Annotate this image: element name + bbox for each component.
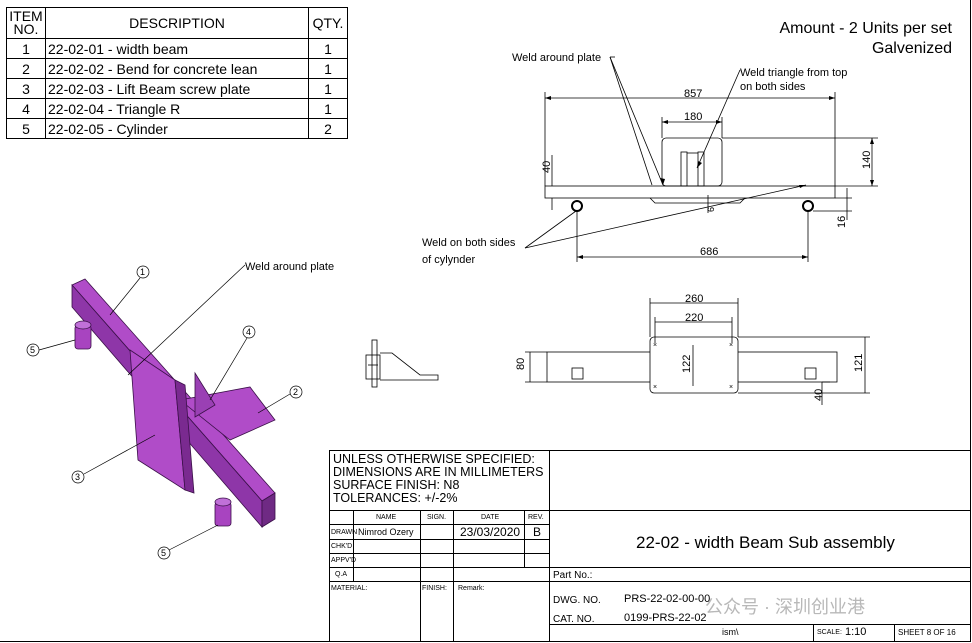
spec-line-2: DIMENSIONS ARE IN MILLIMETERS [333,465,544,479]
col-rev: REV. [528,514,544,521]
front-beam [544,185,836,199]
bom-qty: 1 [308,78,348,99]
balloon-1: 1 [140,267,145,277]
bom-item: 2 [6,58,46,79]
bom-item: 3 [6,78,46,99]
svg-text:×: × [653,384,657,391]
bom-header-item: ITEM NO. [6,7,46,39]
spec-line-3: SURFACE FINISH: N8 [333,478,460,492]
part-no-label: Part No.: [553,570,593,581]
amount-note: Amount - 2 Units per set [779,20,952,37]
spec-line-1: UNLESS OTHERWISE SPECIFIED: [333,452,535,466]
file-label: ism\ [722,627,739,637]
isometric-view: 1 2 3 4 5 5 Weld around plate [26,261,334,560]
drawn-label: DRAWN [331,529,358,536]
svg-text:×: × [729,384,733,391]
svg-text:×: × [653,342,657,349]
bom-qty: 2 [308,118,348,139]
dim-220: 220 [685,312,703,324]
bom-description: 22-02-05 - Cylinder [45,118,309,139]
remark-label: Remark: [458,585,485,592]
balloon-5b: 5 [161,548,166,558]
finish-note: Galvenized [871,40,952,57]
front-weld-triangle-label-1: Weld triangle from top [740,67,847,79]
bom-description: 22-02-03 - Lift Beam screw plate [45,78,309,99]
dwg-no-value: PRS-22-02-00-00 [624,593,711,605]
dim-40-top: 40 [813,389,825,401]
col-name: NAME [376,514,397,521]
col-sign: SIGN. [427,514,447,521]
drawn-date: 23/03/2020 [460,525,521,539]
front-weld-triangle-label-2: on both sides [740,81,806,93]
front-weld-cyl-label-1: Weld on both sides [422,237,516,249]
qa-label: Q.A [335,571,348,578]
dwg-no-label: DWG. NO. [553,595,601,606]
bom-description: 22-02-01 - width beam [45,38,309,59]
front-weld-cyl-label-2: of cylynder [422,254,476,266]
side-view [365,339,439,388]
dim-260: 260 [685,293,703,305]
bom-description: 22-02-04 - Triangle R [45,98,309,119]
dim-6: 6 [706,207,716,212]
front-view: Weld around plate Weld triangle from top… [422,52,878,266]
bom-item: 4 [6,98,46,119]
cat-no-value: 0199-PRS-22-02 [624,612,707,624]
drawn-rev: B [533,525,542,539]
iso-triangle [194,371,216,418]
iso-weld-plate-label: Weld around plate [245,261,334,273]
balloon-3: 3 [75,472,80,482]
bom-qty: 1 [308,98,348,119]
iso-screw-plate [129,349,186,491]
top-view: × × × × 260 220 80 122 121 40 [515,293,870,405]
front-cylinder-left [571,200,583,212]
balloon-2: 2 [293,387,298,397]
bom-item: 1 [6,38,46,59]
front-plate [661,137,723,187]
cat-no-label: CAT. NO. [553,614,595,625]
sheet-label: SHEET 8 OF 16 [898,628,956,637]
bom-item: 5 [6,118,46,139]
scale-label: SCALE: [817,629,842,636]
bom-header-row: ITEM NO. DESCRIPTION QTY. [6,7,348,39]
finish-label: FINISH: [422,585,447,592]
balloon-4: 4 [246,327,251,337]
spec-line-4: TOLERANCES: +/-2% [333,491,458,505]
front-weld-plate-label: Weld around plate [512,52,601,64]
bom-description: 22-02-02 - Bend for concrete lean [45,58,309,79]
col-date: DATE [481,514,500,521]
scale-value: 1:10 [845,626,867,638]
front-cylinder-right [802,200,814,212]
dim-40-front: 40 [541,161,553,173]
bom-qty: 1 [308,38,348,59]
dim-140: 140 [861,151,873,169]
top-plate [649,336,739,394]
bom-header-qty: QTY. [308,7,348,39]
dim-857: 857 [684,88,702,100]
material-label: MATERIAL: [331,585,368,592]
bom-qty: 1 [308,58,348,79]
appvd-label: APPV'D [331,557,357,564]
drawing-title: 22-02 - width Beam Sub assembly [636,533,895,552]
dim-121: 121 [853,354,865,372]
dim-80: 80 [515,358,527,370]
dim-122: 122 [681,355,693,373]
drawn-name: Nimrod Ozery [358,527,414,537]
chkd-label: CHK'D [331,543,353,550]
dim-686: 686 [700,246,718,258]
watermark: 公众号 · 深圳创业港 [705,597,865,617]
dim-16: 16 [836,216,848,228]
balloon-5a: 5 [30,345,35,355]
bom-header-description: DESCRIPTION [45,7,309,39]
svg-text:×: × [729,342,733,349]
dim-180: 180 [684,111,702,123]
